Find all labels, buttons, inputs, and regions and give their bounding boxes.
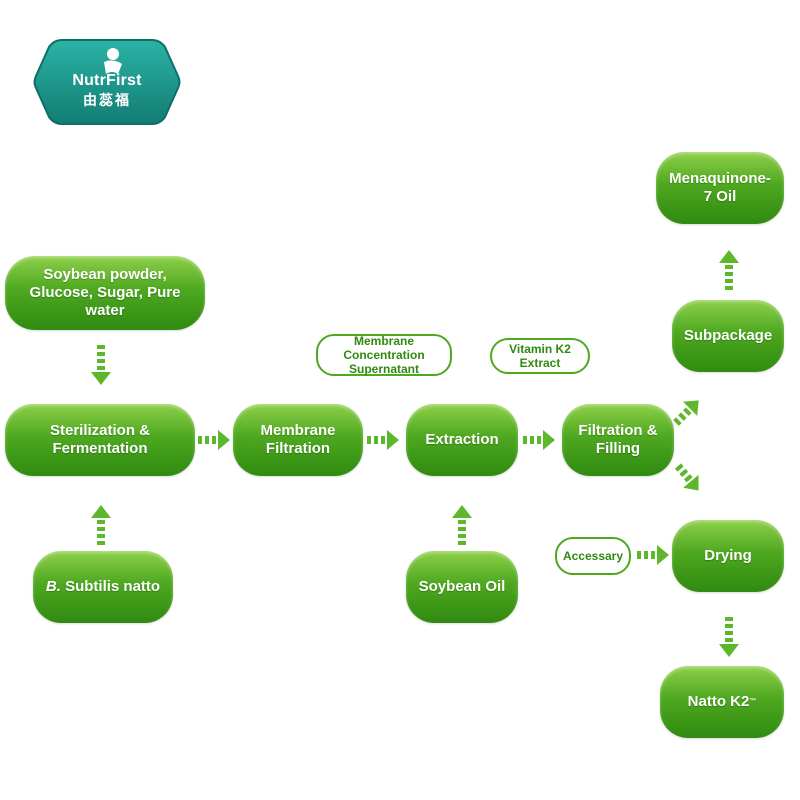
node-subtilis-italic: B.: [45, 578, 61, 595]
node-natto-k2-text: Natto K2: [687, 693, 750, 710]
arrow-raw-to-sterilization: [91, 345, 111, 385]
node-sterilization-fermentation: Sterilization & Fermentation: [5, 404, 195, 476]
arrow-filling-to-subpackage: [668, 393, 706, 431]
node-natto-k2-label: Natto K2™: [688, 693, 757, 711]
node-membrane-filtration: Membrane Filtration: [233, 404, 363, 476]
node-filtration-filling: Filtration & Filling: [562, 404, 674, 476]
node-raw-materials-label: Soybean powder, Glucose, Sugar, Pure wat…: [29, 266, 181, 319]
arrow-membrane-to-extraction: [367, 430, 399, 450]
arrow-sterilization-to-membrane: [198, 430, 230, 450]
logo-text-en: NutrFirst: [72, 72, 142, 89]
logo-text-cn: 由蕊福: [83, 92, 131, 108]
label-accessary: Accessary: [555, 537, 631, 575]
node-extraction: Extraction: [406, 404, 518, 476]
arrow-subpackage-to-mk7: [719, 250, 739, 290]
node-drying: Drying: [672, 520, 784, 592]
arrow-soybeanoil-to-extraction: [452, 505, 472, 545]
node-sterilization-label: Sterilization & Fermentation: [49, 422, 150, 457]
arrow-extraction-to-filling: [523, 430, 555, 450]
arrow-filling-to-drying: [670, 459, 707, 497]
label-membrane-concentration-text: Membrane Concentration Supernatant: [343, 334, 425, 376]
node-mk7-label: Menaquinone-7 Oil: [669, 170, 771, 205]
label-membrane-concentration: Membrane Concentration Supernatant: [316, 334, 452, 376]
label-accessary-text: Accessary: [562, 549, 624, 563]
label-vitamin-k2-text: Vitamin K2 Extract: [509, 342, 571, 370]
node-soybean-oil: Soybean Oil: [406, 551, 518, 623]
arrow-subtilis-to-sterilization: [91, 505, 111, 545]
arrow-drying-to-nattok2: [719, 617, 739, 657]
label-vitamin-k2-extract: Vitamin K2 Extract: [490, 338, 590, 374]
node-raw-materials: Soybean powder, Glucose, Sugar, Pure wat…: [5, 256, 205, 330]
node-subtilis-rest: Subtilis natto: [65, 578, 161, 595]
node-subpackage-label: Subpackage: [683, 327, 773, 344]
node-menaquinone-7-oil: Menaquinone-7 Oil: [656, 152, 784, 224]
node-drying-label: Drying: [704, 547, 752, 564]
arrow-accessary-to-drying: [637, 545, 669, 565]
node-soybean-oil-label: Soybean Oil: [418, 578, 506, 595]
node-membrane-label: Membrane Filtration: [260, 422, 336, 457]
person-head-icon: [107, 48, 119, 60]
node-subtilis-label: B. Subtilis natto: [46, 578, 160, 596]
node-subpackage: Subpackage: [672, 300, 784, 372]
node-extraction-label: Extraction: [425, 431, 499, 448]
node-subtilis-natto: B. Subtilis natto: [33, 551, 173, 623]
trademark-symbol: ™: [749, 698, 757, 705]
node-natto-k2: Natto K2™: [660, 666, 784, 738]
node-filtration-filling-label: Filtration & Filling: [578, 422, 658, 457]
